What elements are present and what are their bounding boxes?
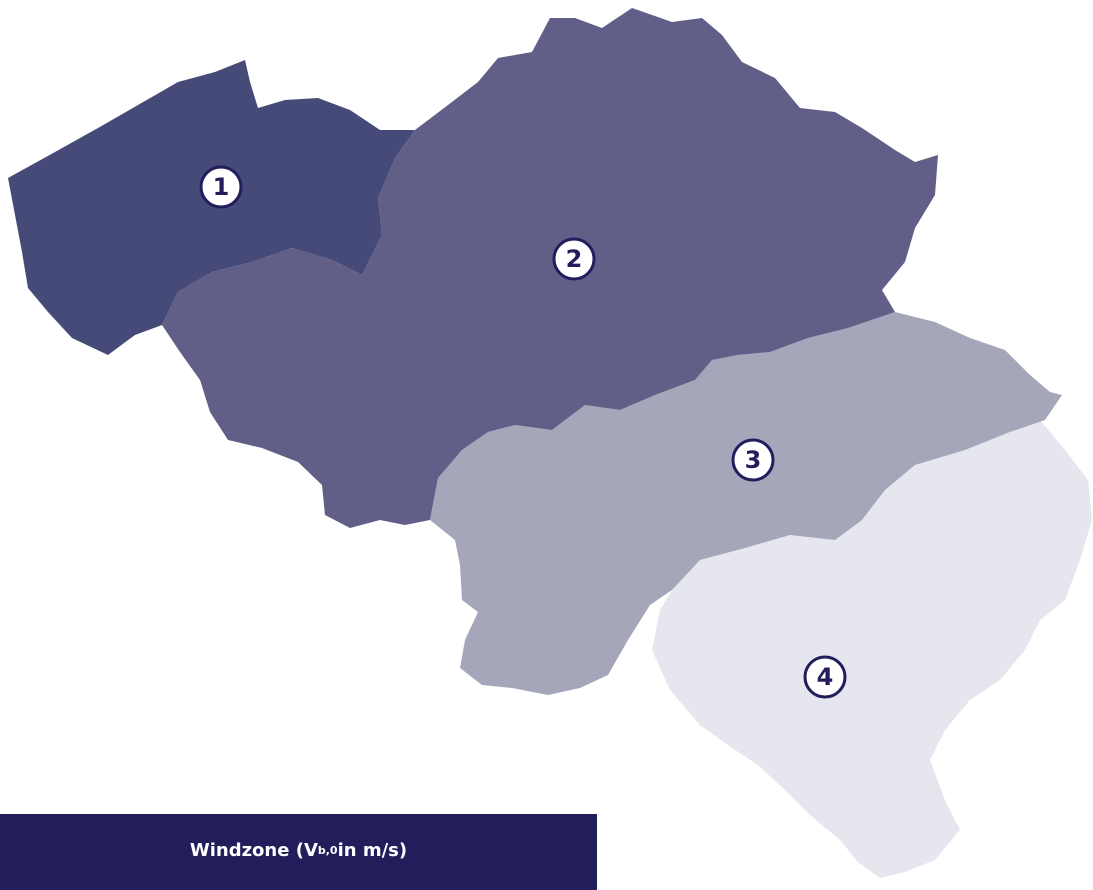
- zone-4-region[interactable]: [652, 420, 1092, 878]
- zone-2-marker[interactable]: 2: [552, 237, 596, 281]
- zone-1-marker-circle: [199, 165, 243, 209]
- zone-2-marker-circle: [552, 237, 596, 281]
- zone-1-label: 1: [213, 173, 230, 201]
- zone-3-label: 3: [745, 446, 762, 474]
- legend-title-prefix: Windzone (V: [189, 839, 318, 861]
- legend-title-suffix: in m/s): [337, 839, 408, 861]
- zone-4-label: 4: [817, 663, 834, 691]
- zone-4-marker-circle: [803, 655, 847, 699]
- zone-2-label: 2: [566, 245, 583, 273]
- zone-2-region[interactable]: [162, 8, 938, 528]
- zone-3-region[interactable]: [430, 312, 1062, 695]
- zone-3-marker-circle: [731, 438, 775, 482]
- legend-title-subscript: b,0: [317, 843, 338, 857]
- zone-1-region[interactable]: [8, 60, 415, 355]
- zone-4-marker[interactable]: 4: [803, 655, 847, 699]
- zone-1-marker[interactable]: 1: [199, 165, 243, 209]
- zone-3-marker[interactable]: 3: [731, 438, 775, 482]
